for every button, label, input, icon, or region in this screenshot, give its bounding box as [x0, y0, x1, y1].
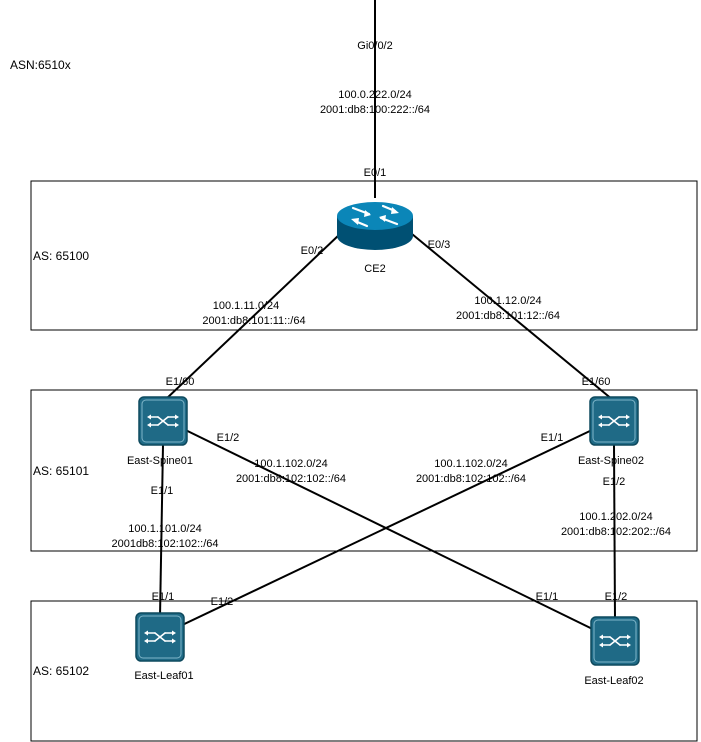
- link-spine01-leaf01: [159, 444, 164, 618]
- zone-label-65101: AS: 65101: [33, 464, 89, 478]
- if-leaf02-e11: E1/1: [536, 591, 559, 603]
- zone-box-65100: [30, 180, 698, 331]
- router-icon[interactable]: [337, 202, 413, 250]
- asn-label: ASN:6510x: [10, 58, 71, 72]
- switch-icon[interactable]: [138, 396, 188, 446]
- if-ce2-e01: E0/1: [364, 167, 387, 179]
- switch-icon[interactable]: [590, 616, 640, 666]
- zone-label-65100: AS: 65100: [33, 249, 89, 263]
- subnet-uplink-v4: 100.0.222.0/24: [338, 89, 411, 101]
- subnet-ce2-spine01-v4: 100.1.11.0/24: [213, 300, 279, 312]
- device-name-ce2: CE2: [364, 263, 385, 275]
- subnet-ce2-spine02-v6: 2001:db8:101:12::/64: [456, 310, 560, 322]
- link-ce2-spine01: [164, 233, 341, 401]
- device-name-leaf02: East-Leaf02: [584, 675, 643, 687]
- if-leaf02-e12: E1/2: [605, 591, 628, 603]
- if-ce2-e02: E0/2: [301, 245, 324, 257]
- subnet-spine01-leaf01-v4: 100.1.101.0/24: [128, 523, 201, 535]
- device-name-leaf01: East-Leaf01: [134, 670, 193, 682]
- subnet-spine02-leaf01-v6: 2001:db8:102:102::/64: [416, 473, 526, 485]
- zone-label-65102: AS: 65102: [33, 664, 89, 678]
- subnet-spine02-leaf02-v4: 100.1.202.0/24: [579, 511, 652, 523]
- device-name-spine01: East-Spine01: [127, 455, 193, 467]
- if-leaf01-e11: E1/1: [152, 591, 175, 603]
- subnet-ce2-spine01-v6: 2001:db8:101:11::/64: [202, 315, 305, 327]
- subnet-spine01-leaf01-v6: 2001db8:102:102::/64: [111, 538, 218, 550]
- if-spine02-e12: E1/2: [603, 476, 626, 488]
- if-spine02-e11: E1/1: [541, 432, 564, 444]
- subnet-uplink-v6: 2001:db8:100:222::/64: [320, 104, 430, 116]
- subnet-ce2-spine02-v4: 100.1.12.0/24: [474, 295, 541, 307]
- if-spine01-e160: E1/60: [166, 376, 195, 388]
- device-name-spine02: East-Spine02: [578, 455, 644, 467]
- link-spine01-leaf02: [164, 419, 616, 641]
- if-spine01-e12: E1/2: [217, 432, 240, 444]
- subnet-spine01-leaf02-v4: 100.1.102.0/24: [254, 458, 327, 470]
- zone-box-65101: [30, 389, 698, 552]
- if-uplink: Gi0/0/2: [357, 40, 392, 52]
- link-spine02-leaf01: [156, 419, 614, 638]
- link-spine02-leaf02: [613, 444, 616, 621]
- switch-icon[interactable]: [589, 396, 639, 446]
- subnet-spine02-leaf02-v6: 2001:db8:102:202::/64: [561, 526, 671, 538]
- if-spine01-e11: E1/1: [151, 485, 174, 497]
- zone-box-65102: [30, 600, 698, 742]
- if-leaf01-e12: E1/2: [211, 596, 234, 608]
- if-ce2-e03: E0/3: [428, 239, 451, 251]
- subnet-spine02-leaf01-v4: 100.1.102.0/24: [434, 458, 507, 470]
- if-spine02-e160: E1/60: [582, 376, 611, 388]
- subnet-spine01-leaf02-v6: 2001:db8:102:102::/64: [236, 473, 346, 485]
- link-ce2-spine02: [411, 233, 614, 401]
- switch-icon[interactable]: [135, 612, 185, 662]
